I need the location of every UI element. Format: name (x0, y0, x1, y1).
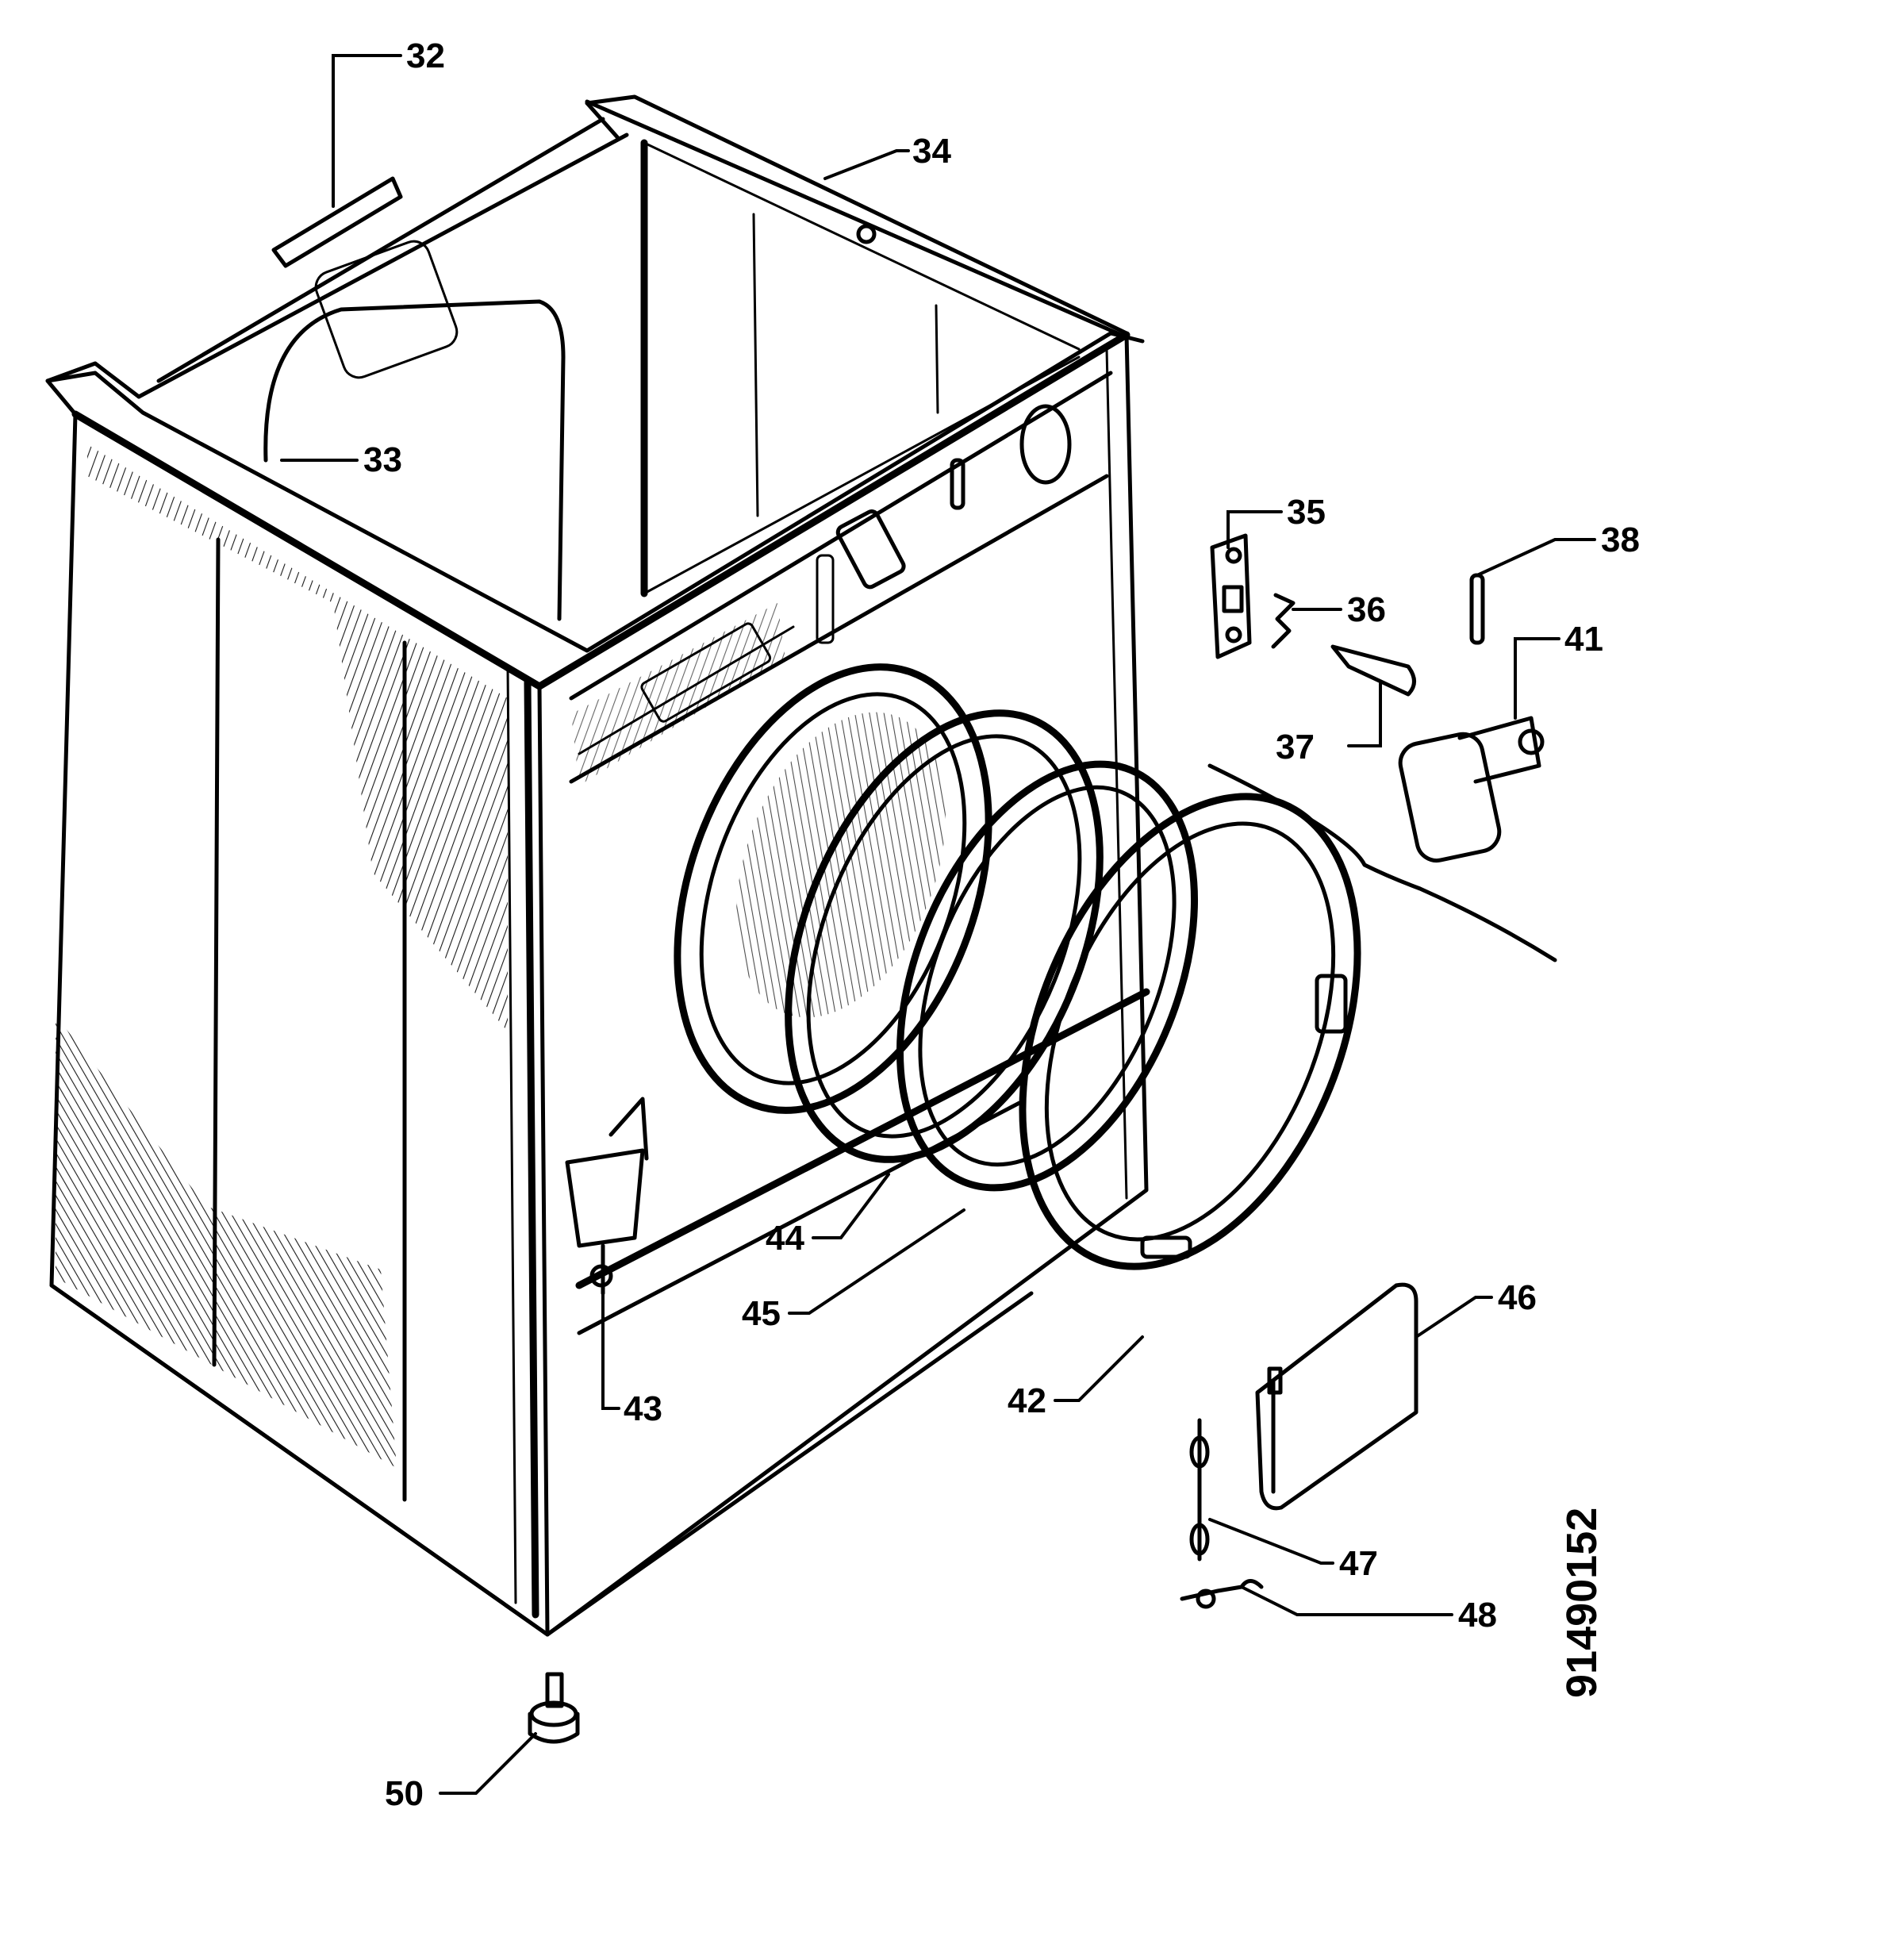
filter-cover-46 (1255, 1282, 1418, 1511)
adjustable-foot-50 (528, 1672, 580, 1744)
door-handle-41 (1398, 716, 1545, 863)
door-wire (1207, 763, 1557, 962)
leader-44 (812, 1173, 890, 1239)
cabinet (45, 94, 1150, 1637)
leader-50 (439, 1732, 537, 1795)
leader-47 (1208, 1518, 1334, 1565)
pin-38 (1469, 573, 1485, 645)
callout-37: 37 (1276, 728, 1315, 766)
leader-41 (1514, 637, 1560, 720)
spring-36 (1271, 593, 1296, 649)
callout-38: 38 (1601, 521, 1640, 559)
hinge-plate-35 (1210, 533, 1252, 659)
callout-labels: 32 33 34 35 36 37 38 41 42 43 44 45 46 4… (363, 36, 1640, 1813)
leader-38 (1476, 538, 1596, 577)
callout-45: 45 (742, 1294, 781, 1333)
door-glass-45 (896, 760, 1198, 1192)
top-handle-32 (271, 176, 403, 268)
callout-36: 36 (1347, 590, 1386, 629)
callout-43: 43 (624, 1389, 662, 1428)
callout-35: 35 (1287, 493, 1326, 532)
callout-48: 48 (1458, 1596, 1497, 1635)
leader-34 (823, 149, 910, 180)
callout-33: 33 (363, 440, 402, 479)
door-hinge-43 (565, 1097, 649, 1296)
callout-41: 41 (1564, 620, 1603, 659)
top-rail-34 (585, 99, 1129, 340)
leader-45 (788, 1208, 965, 1315)
callout-46: 46 (1498, 1278, 1537, 1317)
cabinet-left-side (49, 412, 550, 1637)
callout-34: 34 (912, 132, 951, 171)
leader-32 (332, 54, 402, 208)
callout-47: 47 (1339, 1544, 1378, 1583)
callout-32: 32 (406, 36, 445, 75)
callout-44: 44 (766, 1219, 804, 1258)
leader-46 (1415, 1296, 1493, 1339)
leader-lines (280, 54, 1596, 1795)
hinge-pin-47 (1189, 1418, 1210, 1562)
leader-42 (1054, 1335, 1144, 1402)
leader-48 (1240, 1585, 1453, 1616)
leader-43 (601, 1284, 620, 1410)
drawing-code: 91490152 (1558, 1508, 1606, 1698)
leader-37 (1347, 681, 1382, 747)
callout-42: 42 (1008, 1381, 1046, 1420)
clip-48 (1180, 1579, 1264, 1609)
leader-35 (1226, 510, 1283, 549)
door-seal-44 (785, 709, 1104, 1163)
latch-hook-37 (1330, 644, 1416, 697)
callout-50: 50 (385, 1774, 424, 1813)
